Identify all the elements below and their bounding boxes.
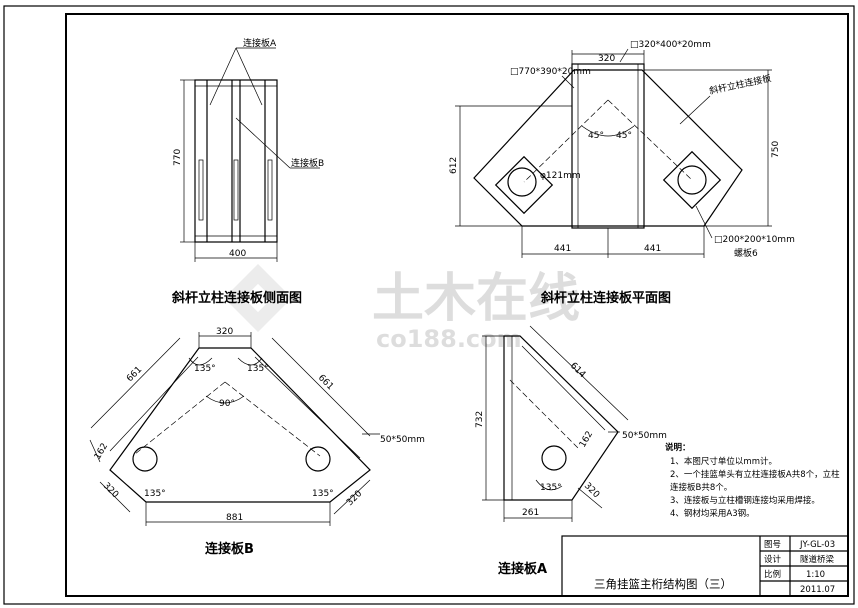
side-view-caption: 斜杆立柱连接板侧面图 [171,290,302,306]
plate-b-hole-right-icon [305,446,331,472]
plate-a-slant-dim: 614 [568,361,588,380]
label-plate-b-side: 连接板B [291,157,324,169]
plate-a-hole-icon [541,445,567,471]
side-view-height-dim: 770 [173,149,183,166]
plate-a-caption: 连接板A [498,561,547,577]
plate-a-edge-dim: 162 [578,430,595,450]
plan-view-outline [473,69,743,227]
plate-a-lower-dim: 320 [582,481,601,500]
plate-b-left-lower-dim: 320 [101,481,120,500]
title-block-label-2: 比例 [764,569,781,580]
plate-b-angle-tr: 135° [247,364,269,374]
plan-view-drawing: 45° 45° φ121mm 320 □320*400*20mm □770*39… [449,40,795,306]
plate-a-spec-right: 50*50mm [622,431,667,441]
plate-b-bottom-dim: 881 [226,513,243,523]
plate-b-left-edge-dim: 162 [93,442,110,462]
title-block-label-0: 图号 [764,540,781,550]
plate-b-spec-right: 50*50mm [380,435,425,445]
note-line-2: 2、一个挂篮单头有立柱连接板A共8个，立柱 [670,469,840,480]
plate-b-angle-center: 90° [219,399,235,409]
title-block-value-0: JY-GL-03 [799,540,835,550]
note-line-3: 连接板B共8个。 [670,482,732,493]
plate-b-angle-bl: 135° [144,489,166,499]
plan-bottom-left-dim: 441 [554,244,571,254]
plan-label-plate: 斜杆立柱连接板 [708,72,772,97]
plate-a-angle: 135° [540,483,562,493]
note-line-1: 1、本图尺寸单位以mm计。 [670,456,777,467]
note-line-5: 4、钢材均采用A3钢。 [670,508,755,519]
plan-spec-left: □770*390*20mm [510,67,591,77]
title-block-value-1: 隧道桥梁 [800,554,835,565]
title-block-value-2: 1:10 [806,570,825,580]
plan-view-caption: 斜杆立柱连接板平面图 [540,290,671,306]
plate-b-right-slant-dim: 661 [316,373,335,392]
plate-b-angle-br: 135° [312,489,334,499]
plan-left-height-dim: 612 [449,157,459,174]
hole-right-icon [677,165,707,195]
title-block-value-3: 2011.07 [800,585,835,595]
notes-title: 说明： [665,442,691,453]
notes-block: 说明： 1、本图尺寸单位以mm计。 2、一个挂篮单头有立柱连接板A共8个，立柱 … [665,442,840,519]
label-plate-a-side: 连接板A [243,37,277,49]
plan-top-dim: 320 [598,54,615,64]
watermark-text: 土木在线 [372,269,580,329]
plan-angle-right: 45° [616,131,632,141]
inner-frame [65,13,849,597]
watermark-subtext: co188.com [376,325,522,353]
plate-b-right-lower-dim: 320 [345,489,364,508]
plate-a-height-dim: 732 [475,411,485,428]
side-view-drawing: 连接板A 连接板B 770 400 斜杆立柱连接板侧面图 [171,37,324,306]
hole-left-icon [507,167,537,197]
title-block-label-1: 设计 [764,554,782,565]
plate-b-angle-tl: 135° [194,364,216,374]
plate-b-caption: 连接板B [205,541,254,557]
plate-a-bottom-dim: 261 [522,508,539,518]
plate-a-drawing: 135° 732 614 162 320 50*50mm 261 连接板A [475,325,667,577]
outer-frame [3,5,855,605]
plan-right-height-dim: 750 [771,141,781,158]
plan-hole-dia: φ121mm [540,171,581,181]
plate-b-left-slant-dim: 661 [125,365,144,384]
title-block: 三角挂篮主桁结构图（三） 图号 JY-GL-03 设计 隧道桥梁 比例 1:10… [561,535,849,597]
plate-b-top-dim: 320 [216,327,233,337]
side-view-width-dim: 400 [229,249,246,259]
plate-b-hole-left-icon [132,446,158,472]
plan-spec-bottom: □200*200*10mm [714,235,795,245]
plate-a-outline [503,335,619,501]
plan-bottom-right-dim: 441 [644,244,661,254]
plan-spec-top: □320*400*20mm [630,40,711,50]
column-channel [571,63,645,229]
title-block-title: 三角挂篮主桁结构图（三） [594,577,732,591]
watermark: 土木在线 co188.com [224,264,580,353]
note-line-4: 3、连接板与立柱槽钢连接均采用焊接。 [670,495,820,506]
plan-label-ribs: 螺板6 [734,247,758,259]
plate-b-drawing: 90° 135° 135° 135° 135° 320 661 661 162 … [89,327,425,557]
plate-b-outline [109,347,371,503]
side-view-outline [194,79,278,243]
plan-angle-left: 45° [588,131,604,141]
